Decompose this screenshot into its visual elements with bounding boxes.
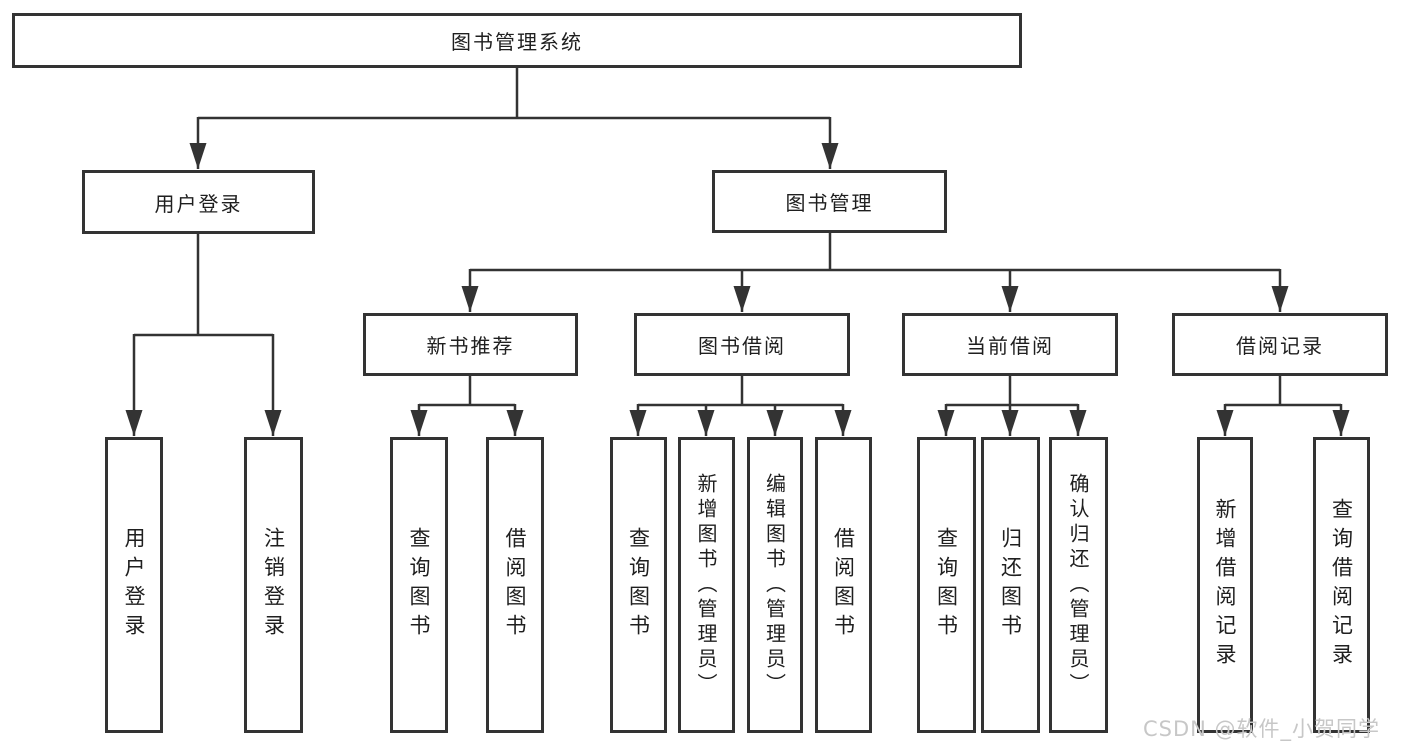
leaf-add-borrow-record: 新增借阅记录 (1197, 437, 1253, 733)
node-current-borrow: 当前借阅 (902, 313, 1118, 376)
node-book-borrow: 图书借阅 (634, 313, 850, 376)
node-user-login: 用户登录 (82, 170, 315, 234)
leaf-add-books-admin: 新增图书（管理员） (678, 437, 735, 733)
leaf-logout: 注销登录 (244, 437, 303, 733)
leaf-edit-books-admin: 编辑图书（管理员） (747, 437, 803, 733)
node-library-system: 图书管理系统 (12, 13, 1022, 68)
leaf-borrow-books: 借阅图书 (815, 437, 872, 733)
leaf-confirm-return-admin: 确认归还（管理员） (1049, 437, 1108, 733)
leaf-user-login: 用户登录 (105, 437, 163, 733)
node-book-management: 图书管理 (712, 170, 947, 233)
leaf-query-borrow-record: 查询借阅记录 (1313, 437, 1370, 733)
leaf-query-books-current: 查询图书 (917, 437, 976, 733)
leaf-query-books-recommend: 查询图书 (390, 437, 448, 733)
leaf-borrow-books-recommend: 借阅图书 (486, 437, 544, 733)
node-new-book-recommend: 新书推荐 (363, 313, 578, 376)
leaf-query-books-borrow: 查询图书 (610, 437, 667, 733)
node-borrow-records: 借阅记录 (1172, 313, 1388, 376)
csdn-watermark: CSDN @软件_小贺同学 (1143, 717, 1381, 741)
leaf-return-books: 归还图书 (981, 437, 1040, 733)
